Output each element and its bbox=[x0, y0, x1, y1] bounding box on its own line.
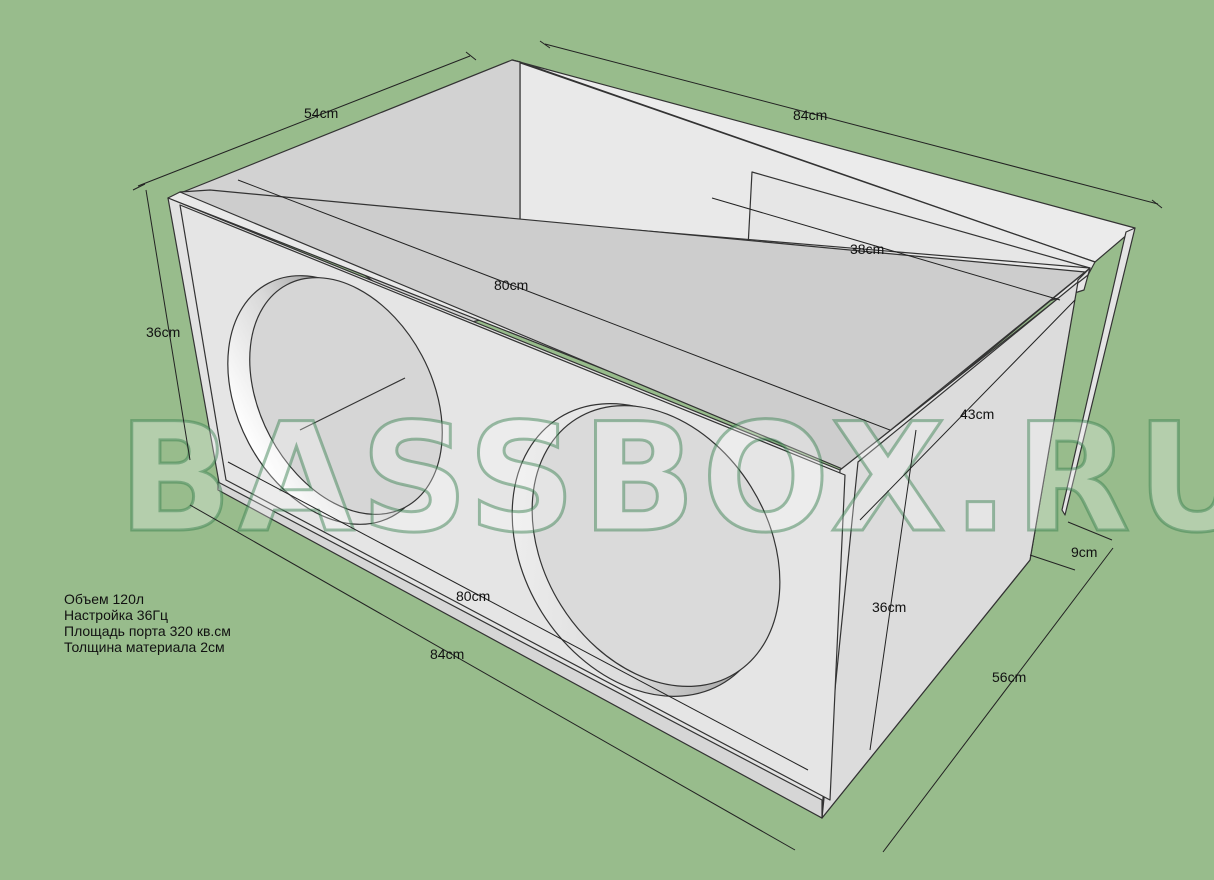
dim-right-height: 36cm bbox=[872, 599, 906, 615]
spec-thickness: Толщина материала 2см bbox=[64, 639, 225, 655]
spec-volume: Объем 120л bbox=[64, 591, 145, 607]
dim-side-depth-inner: 43cm bbox=[960, 406, 994, 422]
spec-port-area: Площадь порта 320 кв.см bbox=[64, 623, 231, 639]
watermark-text: BASSBOX.RU bbox=[118, 392, 1214, 566]
dim-port-length: 38cm bbox=[850, 241, 884, 257]
spec-tuning: Настройка 36Гц bbox=[64, 607, 168, 623]
dim-bottom-length: 84cm bbox=[430, 646, 464, 662]
right-back-panel bbox=[1061, 227, 1136, 516]
left-speaker-cutout bbox=[227, 275, 443, 525]
dimension-lines bbox=[132, 40, 1163, 853]
specs-block: Объем 120л Настройка 36Гц Площадь порта … bbox=[64, 591, 231, 655]
dim-front-inner-length: 80cm bbox=[456, 588, 490, 604]
dim-bottom-depth: 56cm bbox=[992, 669, 1026, 685]
right-speaker-cutout bbox=[511, 403, 781, 697]
dimension-labels: 54cm 84cm 36cm 80cm 38cm 43cm 80cm 84cm … bbox=[146, 105, 1097, 685]
dim-top-depth: 54cm bbox=[304, 105, 338, 121]
bottom-edge bbox=[217, 481, 823, 819]
dim-port-width: 9cm bbox=[1071, 544, 1097, 560]
dim-inner-length-top: 80cm bbox=[494, 277, 528, 293]
dim-left-height: 36cm bbox=[146, 324, 180, 340]
front-top-inner-strip bbox=[179, 189, 1086, 471]
dim-top-length: 84cm bbox=[793, 107, 827, 123]
